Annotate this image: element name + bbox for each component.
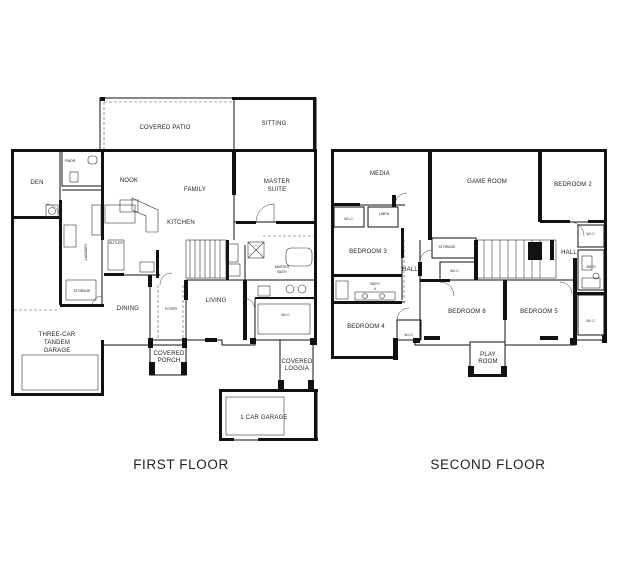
room-label-butler: BUTLER bbox=[109, 241, 123, 245]
room-label-den: DEN bbox=[30, 180, 43, 186]
room-label-foyer: FOYER bbox=[165, 307, 178, 311]
room-label-bedroom-3: BEDROOM 3 bbox=[349, 249, 387, 255]
room-label-master-suite-line1: MASTER bbox=[264, 179, 291, 185]
room-label-three-car-garage-line3: GARAGE bbox=[44, 348, 71, 354]
room-label-covered-patio: COVERED PATIO bbox=[139, 125, 190, 131]
room-label-storage: STORAGE bbox=[73, 289, 91, 293]
room-label-master-suite-line2: SUITE bbox=[268, 187, 287, 193]
room-label-play-room-line2: ROOM bbox=[478, 359, 497, 365]
room-label-covered-loggia-line2: LOGGIA bbox=[285, 366, 309, 372]
room-label-bedroom-2: BEDROOM 2 bbox=[554, 182, 592, 188]
room-label-pwdr: PWDR bbox=[65, 159, 76, 163]
room-label-bedroom-6: BEDROOM 6 bbox=[448, 309, 486, 315]
room-label-bath-right: BATH bbox=[586, 265, 596, 269]
room-label-media: MEDIA bbox=[370, 171, 390, 177]
room-label-bedroom-4: BEDROOM 4 bbox=[347, 324, 385, 330]
room-label-linen-1: LINEN bbox=[379, 212, 390, 216]
room-label-family: FAMILY bbox=[184, 187, 206, 193]
first-floor-plan bbox=[11, 97, 318, 441]
room-label-covered-loggia-line1: COVERED bbox=[281, 359, 313, 365]
room-label-master-bath-line2: BATH bbox=[277, 270, 287, 274]
room-label-master-bath-line1: MASTER bbox=[275, 265, 290, 269]
room-label-wic-5: W.I.C. bbox=[586, 319, 596, 323]
room-label-wic-4: W.I.C. bbox=[586, 232, 596, 236]
room-label-bath-4-line1: BATH bbox=[370, 282, 380, 286]
room-label-laundry: LAUNDRY bbox=[84, 243, 88, 260]
second-floor-labels: MEDIA GAME ROOM BEDROOM 2 W.I.C. LINEN B… bbox=[344, 171, 596, 365]
room-label-wic-3: W.I.C. bbox=[404, 333, 414, 337]
first-floor-title: FIRST FLOOR bbox=[133, 457, 229, 472]
first-floor-labels: COVERED PATIO SITTING DEN PWDR NOOK FAMI… bbox=[30, 121, 313, 421]
room-label-hall-1: HALL bbox=[402, 267, 418, 273]
room-label-wic-1: W.I.C. bbox=[344, 217, 354, 221]
room-label-three-car-garage-line1: THREE-CAR bbox=[39, 332, 76, 338]
room-label-nook: NOOK bbox=[120, 178, 138, 184]
room-label-kitchen: KITCHEN bbox=[167, 220, 195, 226]
room-label-wic: W.I.C. bbox=[281, 313, 291, 317]
second-floor-title: SECOND FLOOR bbox=[430, 457, 545, 472]
room-label-living: LIVING bbox=[206, 298, 227, 304]
room-label-bedroom-5: BEDROOM 5 bbox=[520, 309, 558, 315]
room-label-three-car-garage-line2: TANDEM bbox=[44, 340, 70, 346]
second-floor-plan bbox=[331, 149, 607, 377]
room-label-covered-porch-line2: PORCH bbox=[158, 358, 181, 364]
room-label-play-room-line1: PLAY bbox=[480, 352, 496, 358]
room-label-storage-2: STORAGE bbox=[438, 245, 456, 249]
room-label-wic-2: W.I.C. bbox=[450, 269, 460, 273]
room-label-sitting: SITTING bbox=[261, 121, 286, 127]
room-label-game-room: GAME ROOM bbox=[467, 179, 507, 185]
room-label-covered-porch-line1: COVERED bbox=[153, 351, 185, 357]
room-label-dining: DINING bbox=[117, 306, 139, 312]
room-label-bath-4-line2: 4 bbox=[374, 287, 376, 291]
room-label-hall-2: HALL bbox=[561, 250, 577, 256]
room-label-one-car-garage: 1 CAR GARAGE bbox=[240, 415, 287, 421]
